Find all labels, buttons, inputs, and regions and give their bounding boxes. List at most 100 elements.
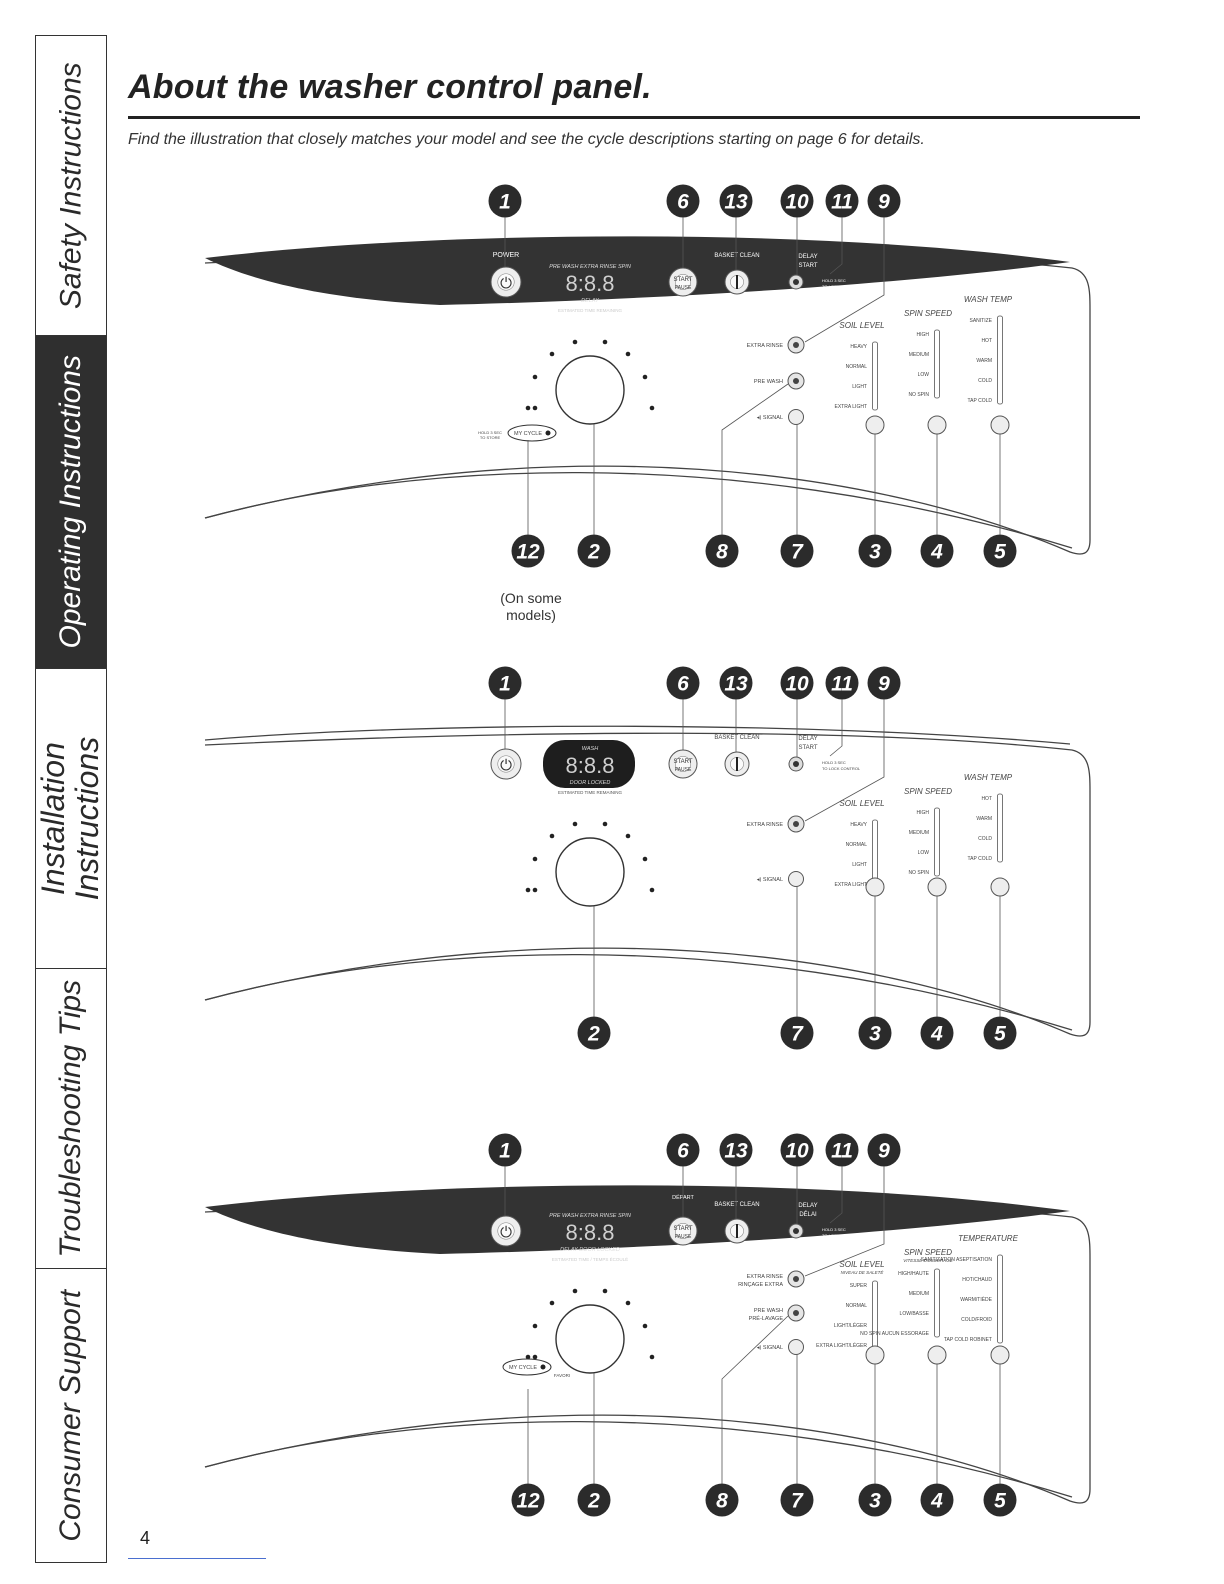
display-digits: 8:8.8 xyxy=(566,753,615,778)
wash-temp-button xyxy=(990,877,1010,897)
callout-4-circle xyxy=(920,534,954,568)
power-label: POWER xyxy=(493,252,519,259)
pause-label: PAUSE xyxy=(675,285,692,291)
favori-label: FAVORI xyxy=(554,1373,570,1378)
wash-temp-title: WASH TEMP xyxy=(964,295,1013,304)
start-label: START xyxy=(673,277,692,283)
spin-speed-option: MEDIUM xyxy=(909,830,929,836)
callout-10-text: 10 xyxy=(785,191,809,214)
side-tab-strip: Safety Instructions Operating Instructio… xyxy=(35,35,107,1563)
cycle-indicator-dot xyxy=(572,339,578,345)
tab-operating-instructions[interactable]: Operating Instructions xyxy=(36,336,106,669)
callout-7-circle xyxy=(780,1016,814,1050)
leader-line xyxy=(804,699,885,822)
callout-9-circle xyxy=(867,1133,901,1167)
wash-temp-option: COLD/FROID xyxy=(961,1317,992,1323)
spin-speed-option: NO SPIN AUCUN ESSORAGE xyxy=(860,1331,930,1337)
panel-top-edge xyxy=(204,725,1071,745)
delay-label: DELAY xyxy=(798,1203,817,1209)
my-cycle-led xyxy=(545,430,551,436)
wash-temp-button xyxy=(990,415,1010,435)
est-time-label: ESTIMATED TIME REMAINING xyxy=(558,790,623,795)
cycle-indicator-dot xyxy=(602,339,608,345)
callout-9-circle xyxy=(867,666,901,700)
extra-rinse-led xyxy=(793,1276,799,1282)
hold-lock-label-2: TO LOCK CONTROL xyxy=(822,284,861,289)
callout-2-circle xyxy=(577,1483,611,1517)
display-bottom-label: DELAY DOOR LOCKED xyxy=(560,1247,620,1253)
cycle-indicator-dot xyxy=(532,405,538,411)
callout-3-circle xyxy=(858,1016,892,1050)
spin-speed-subtitle: VITESSE D'ESSORAGE xyxy=(903,1258,954,1263)
callout-13-circle xyxy=(719,666,753,700)
delay-start-label: START xyxy=(798,745,817,751)
callout-11-text: 11 xyxy=(831,673,853,696)
spin-speed-option: LOW/BASSE xyxy=(900,1311,930,1317)
start-pause-button-inner xyxy=(674,1223,691,1240)
cycle-indicator-dot xyxy=(532,374,538,380)
power-icon: ⏻ xyxy=(500,1224,512,1241)
soil-level-option: NORMAL xyxy=(846,364,868,370)
prewash-label-2: PRÉ-LAVAGE xyxy=(749,1315,784,1322)
on-some-models-note-2: models) xyxy=(506,607,556,623)
power-icon: ⏻ xyxy=(500,757,512,774)
leader-line xyxy=(829,1166,843,1224)
cycle-indicator-dot xyxy=(525,405,531,411)
title-rule xyxy=(128,116,1140,119)
extra-rinse-label-2: RINÇAGE EXTRA xyxy=(738,1282,783,1288)
callout-13-text: 13 xyxy=(724,1140,748,1163)
callout-11-circle xyxy=(825,184,859,218)
led-bar xyxy=(997,315,1003,405)
soil-level-option: EXTRA LIGHT xyxy=(834,882,867,888)
callout-6-circle xyxy=(666,1133,700,1167)
spin-speed-option: LOW xyxy=(918,850,930,856)
callout-4-text: 4 xyxy=(930,1023,943,1046)
display-bottom-label: DELAY xyxy=(581,298,599,304)
panel-outline xyxy=(204,732,1091,1037)
callout-3-circle xyxy=(858,1483,892,1517)
delay-start-label: START xyxy=(798,263,817,269)
callout-5-text: 5 xyxy=(994,541,1006,564)
callout-1-text: 1 xyxy=(499,673,511,696)
soil-level-button xyxy=(865,415,885,435)
basket-clean-label: BASKET CLEAN xyxy=(714,253,759,259)
callout-1-text: 1 xyxy=(499,191,511,214)
soil-level-option: LIGHT xyxy=(852,862,867,868)
wash-temp-option: HOT xyxy=(981,338,992,344)
delay-label: DELAY xyxy=(798,736,817,742)
callout-1-circle xyxy=(488,666,522,700)
callout-5-circle xyxy=(983,534,1017,568)
wash-temp-title: WASH TEMP xyxy=(964,773,1013,782)
callout-6-circle xyxy=(666,666,700,700)
pause-label: PAUSE xyxy=(675,767,692,773)
callout-12-circle xyxy=(511,534,545,568)
callout-7-text: 7 xyxy=(791,1023,804,1046)
my-cycle-button xyxy=(507,424,557,442)
soil-level-option: SUPER xyxy=(850,1283,868,1289)
cycle-indicator-dot xyxy=(549,1300,555,1306)
delay-start-label: DÉLAI xyxy=(799,1211,817,1218)
spin-speed-option: NO SPIN xyxy=(908,870,929,876)
callout-4-text: 4 xyxy=(930,541,943,564)
delay-start-led xyxy=(793,279,799,285)
callout-1-circle xyxy=(488,184,522,218)
callout-5-circle xyxy=(983,1016,1017,1050)
callout-11-text: 11 xyxy=(831,1140,853,1163)
soil-level-option: EXTRA LIGHT/LÉGER xyxy=(816,1342,867,1349)
my-cycle-label: MY CYCLE xyxy=(514,431,542,437)
tab-safety-instructions[interactable]: Safety Instructions xyxy=(36,36,106,336)
cycle-indicator-dot xyxy=(642,856,648,862)
callout-6-circle xyxy=(666,184,700,218)
cycle-indicator-dot xyxy=(525,1354,531,1360)
callout-11-text: 11 xyxy=(831,191,853,214)
leader-line xyxy=(829,699,843,757)
delay-label: DELAY xyxy=(798,254,817,260)
panel-lower-curve xyxy=(204,471,1073,549)
tab-troubleshooting-tips[interactable]: Troubleshooting Tips xyxy=(36,969,106,1269)
prewash-label: PRE WASH xyxy=(754,1308,783,1314)
callout-3-text: 3 xyxy=(869,1023,881,1046)
power-icon: ⏻ xyxy=(500,275,512,292)
